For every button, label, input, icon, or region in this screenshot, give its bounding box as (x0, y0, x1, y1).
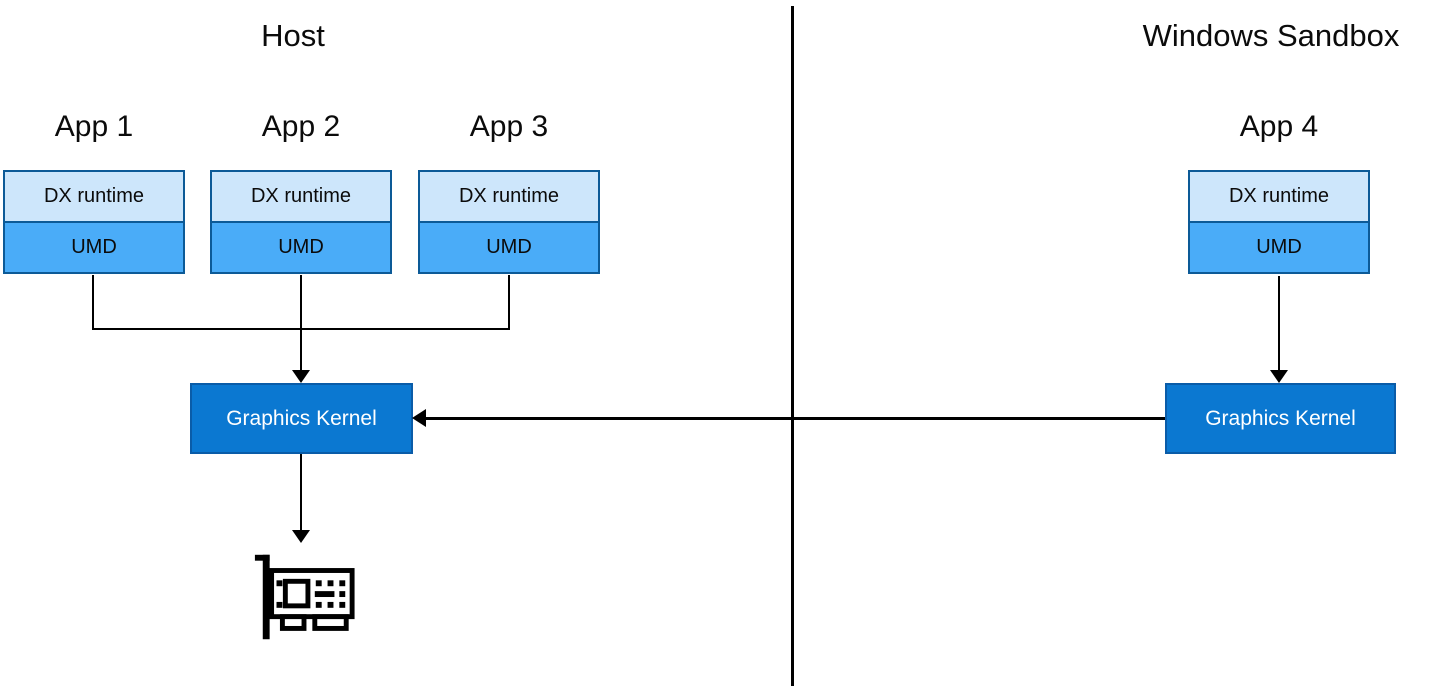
app-2-group: App 2 DX runtime UMD (210, 106, 392, 274)
kernel-to-gpu-line (300, 454, 302, 532)
apps-to-kernel-arrowhead (292, 370, 310, 383)
app-3-dx-runtime-layer: DX runtime (420, 172, 598, 223)
app-4-to-kernel-arrowhead (1270, 370, 1288, 383)
app-4-title: App 4 (1239, 110, 1319, 143)
kernel-to-gpu-arrowhead (292, 530, 310, 543)
app-4-group: App 4 DX runtime UMD (1188, 106, 1370, 274)
host-graphics-kernel-box: Graphics Kernel (190, 383, 413, 454)
app-4-dx-runtime-layer: DX runtime (1190, 172, 1368, 223)
app-4-umd-layer: UMD (1190, 223, 1368, 272)
app-3-box: DX runtime UMD (418, 170, 600, 274)
host-sandbox-divider (791, 6, 794, 686)
app-1-group: App 1 DX runtime UMD (3, 106, 185, 274)
apps-to-kernel-line (300, 275, 302, 372)
sandbox-to-host-kernel-line (425, 417, 1165, 420)
app-4-box: DX runtime UMD (1188, 170, 1370, 274)
sandbox-to-host-kernel-arrowhead (412, 409, 426, 427)
app-3-umd-layer: UMD (420, 223, 598, 272)
sandbox-graphics-kernel-box: Graphics Kernel (1165, 383, 1396, 454)
host-section-title: Host (261, 18, 325, 53)
app-4-to-kernel-line (1278, 276, 1280, 371)
app-3-connector-line (508, 275, 510, 330)
sandbox-section-title: Windows Sandbox (1142, 18, 1400, 53)
app-2-title: App 2 (261, 110, 341, 143)
app-1-connector-line (92, 275, 94, 330)
app-3-group: App 3 DX runtime UMD (418, 106, 600, 274)
app-3-title: App 3 (469, 110, 549, 143)
app-1-title: App 1 (54, 110, 134, 143)
app-1-box: DX runtime UMD (3, 170, 185, 274)
app-1-dx-runtime-layer: DX runtime (5, 172, 183, 223)
app-2-box: DX runtime UMD (210, 170, 392, 274)
app-2-umd-layer: UMD (212, 223, 390, 272)
app-1-umd-layer: UMD (5, 223, 183, 272)
graphics-card-icon (254, 554, 355, 640)
app-2-dx-runtime-layer: DX runtime (212, 172, 390, 223)
